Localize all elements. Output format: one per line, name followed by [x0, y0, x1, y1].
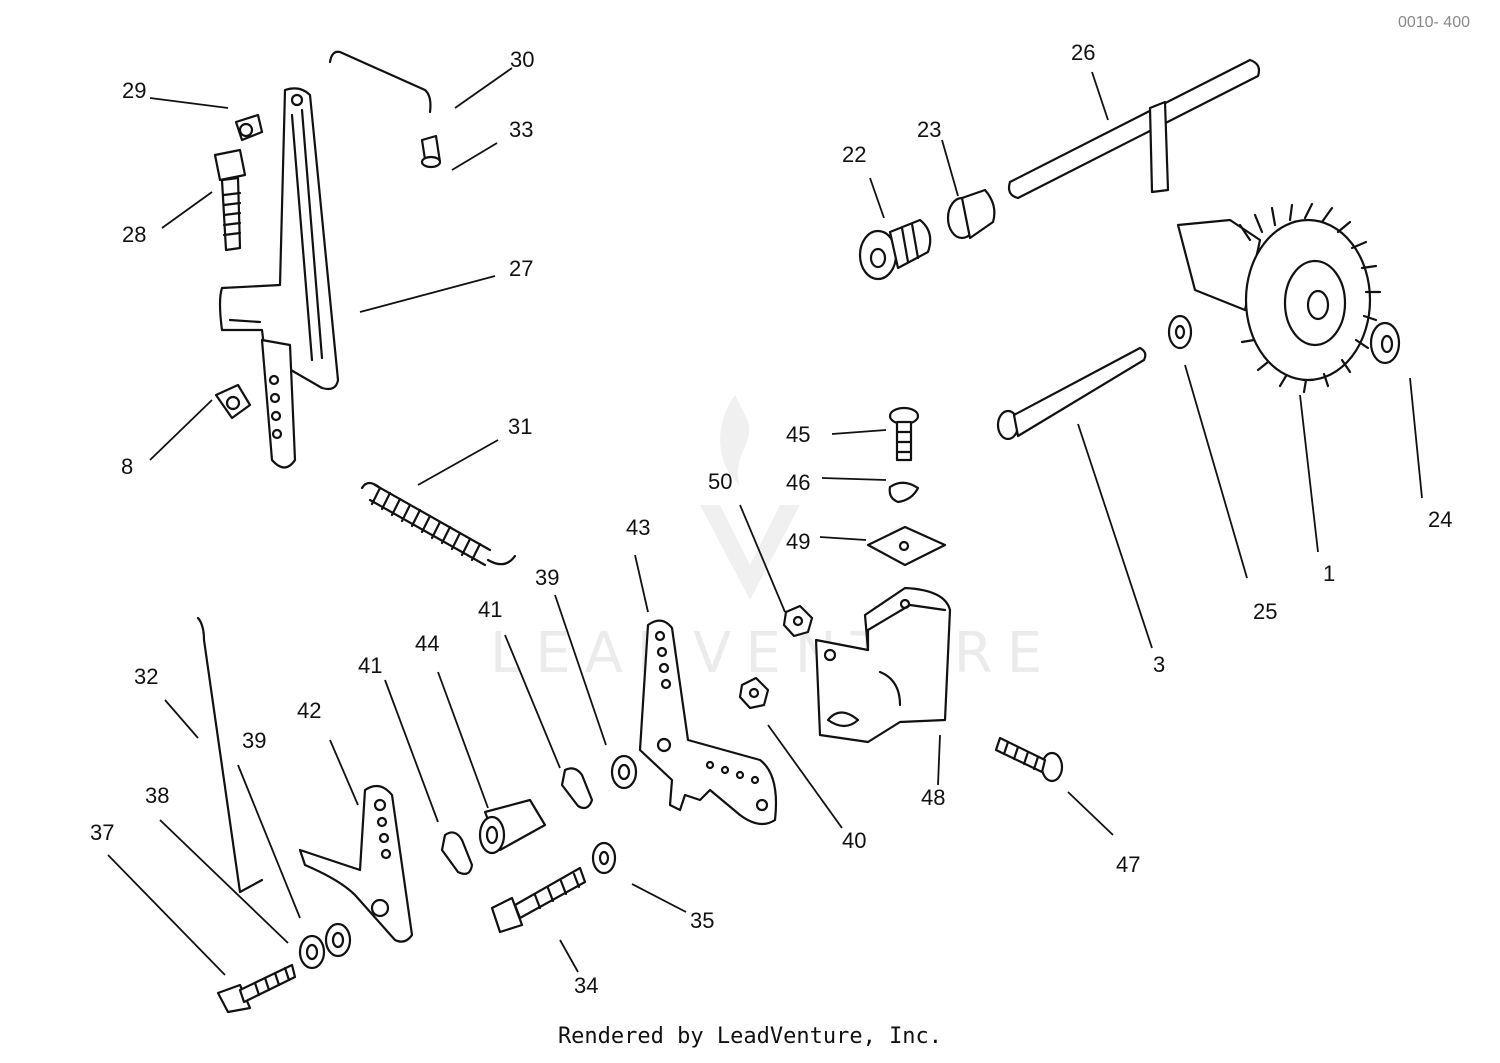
callout-3: 3	[1153, 652, 1165, 677]
callout-46: 46	[786, 470, 810, 495]
part-40-nut	[738, 676, 770, 710]
callout-35: 35	[690, 908, 714, 933]
callout-39-lower: 39	[242, 728, 266, 753]
callout-37: 37	[90, 820, 114, 845]
part-42-lever	[298, 784, 414, 943]
part-43-plate	[638, 619, 778, 826]
callout-31: 31	[508, 414, 532, 439]
part-25-washer	[1167, 314, 1193, 350]
part-3-long-bolt	[996, 346, 1147, 441]
part-47-screw	[994, 736, 1064, 783]
part-26-shaft	[1007, 58, 1261, 200]
part-39-washer-lower	[324, 922, 352, 958]
callout-33: 33	[509, 117, 533, 142]
part-32-rod	[196, 616, 264, 894]
callout-1: 1	[1323, 561, 1335, 586]
part-35-washer	[591, 841, 617, 875]
part-1-fan-wheel	[1176, 202, 1382, 394]
footer-credit: Rendered by LeadVenture, Inc.	[557, 1024, 943, 1049]
callout-27: 27	[509, 256, 533, 281]
watermark-logo: LEADVENTURE	[490, 395, 1042, 686]
callout-23: 23	[917, 117, 941, 142]
drawing-code: 0010- 400	[1397, 14, 1470, 31]
callout-41-lower: 41	[358, 653, 382, 678]
callout-32: 32	[134, 664, 158, 689]
callout-24: 24	[1428, 507, 1452, 532]
part-28-bolt	[213, 148, 247, 252]
callout-44: 44	[415, 631, 439, 656]
part-41-clip-lower	[440, 831, 474, 875]
part-30-wire	[328, 50, 432, 114]
callout-49: 49	[786, 529, 810, 554]
callout-28: 28	[122, 222, 146, 247]
callout-50: 50	[708, 469, 732, 494]
callout-42: 42	[297, 698, 321, 723]
callout-26: 26	[1071, 40, 1095, 65]
callout-22: 22	[842, 142, 866, 167]
callout-45: 45	[786, 422, 810, 447]
part-22-fitting	[858, 218, 932, 281]
part-39-washer-upper	[610, 754, 638, 790]
callout-38: 38	[145, 783, 169, 808]
callout-30: 30	[510, 47, 534, 72]
callout-25: 25	[1253, 599, 1277, 624]
part-34-bolt	[490, 866, 587, 934]
part-23-bushing	[946, 188, 996, 240]
part-24-washer	[1369, 321, 1401, 365]
part-45-screw	[888, 406, 920, 462]
callout-41-upper: 41	[478, 597, 502, 622]
callout-8: 8	[121, 454, 133, 479]
part-44-bushing	[478, 798, 547, 855]
part-38-washer	[298, 934, 326, 970]
part-27-bracket	[218, 87, 340, 469]
part-29-cap	[234, 113, 264, 142]
part-50-nut	[782, 604, 814, 638]
callout-40: 40	[842, 828, 866, 853]
part-41-clip-upper	[560, 767, 594, 810]
callout-43: 43	[626, 515, 650, 540]
part-33-ferrule	[420, 134, 442, 169]
part-37-bolt	[216, 963, 297, 1014]
part-31-spring	[360, 481, 517, 567]
part-48-bracket	[814, 586, 952, 744]
part-46-ering	[888, 481, 920, 504]
callout-labels: 29 30 33 28 27 8 31 32 42 39 38 37 41 44…	[90, 40, 1452, 998]
callout-48: 48	[921, 785, 945, 810]
part-8-nut	[214, 383, 252, 420]
callout-39-upper: 39	[535, 565, 559, 590]
callout-47: 47	[1116, 852, 1140, 877]
callout-29: 29	[122, 78, 146, 103]
part-49-clip	[866, 525, 947, 567]
callout-34: 34	[574, 973, 598, 998]
leader-lines	[107, 67, 1423, 976]
